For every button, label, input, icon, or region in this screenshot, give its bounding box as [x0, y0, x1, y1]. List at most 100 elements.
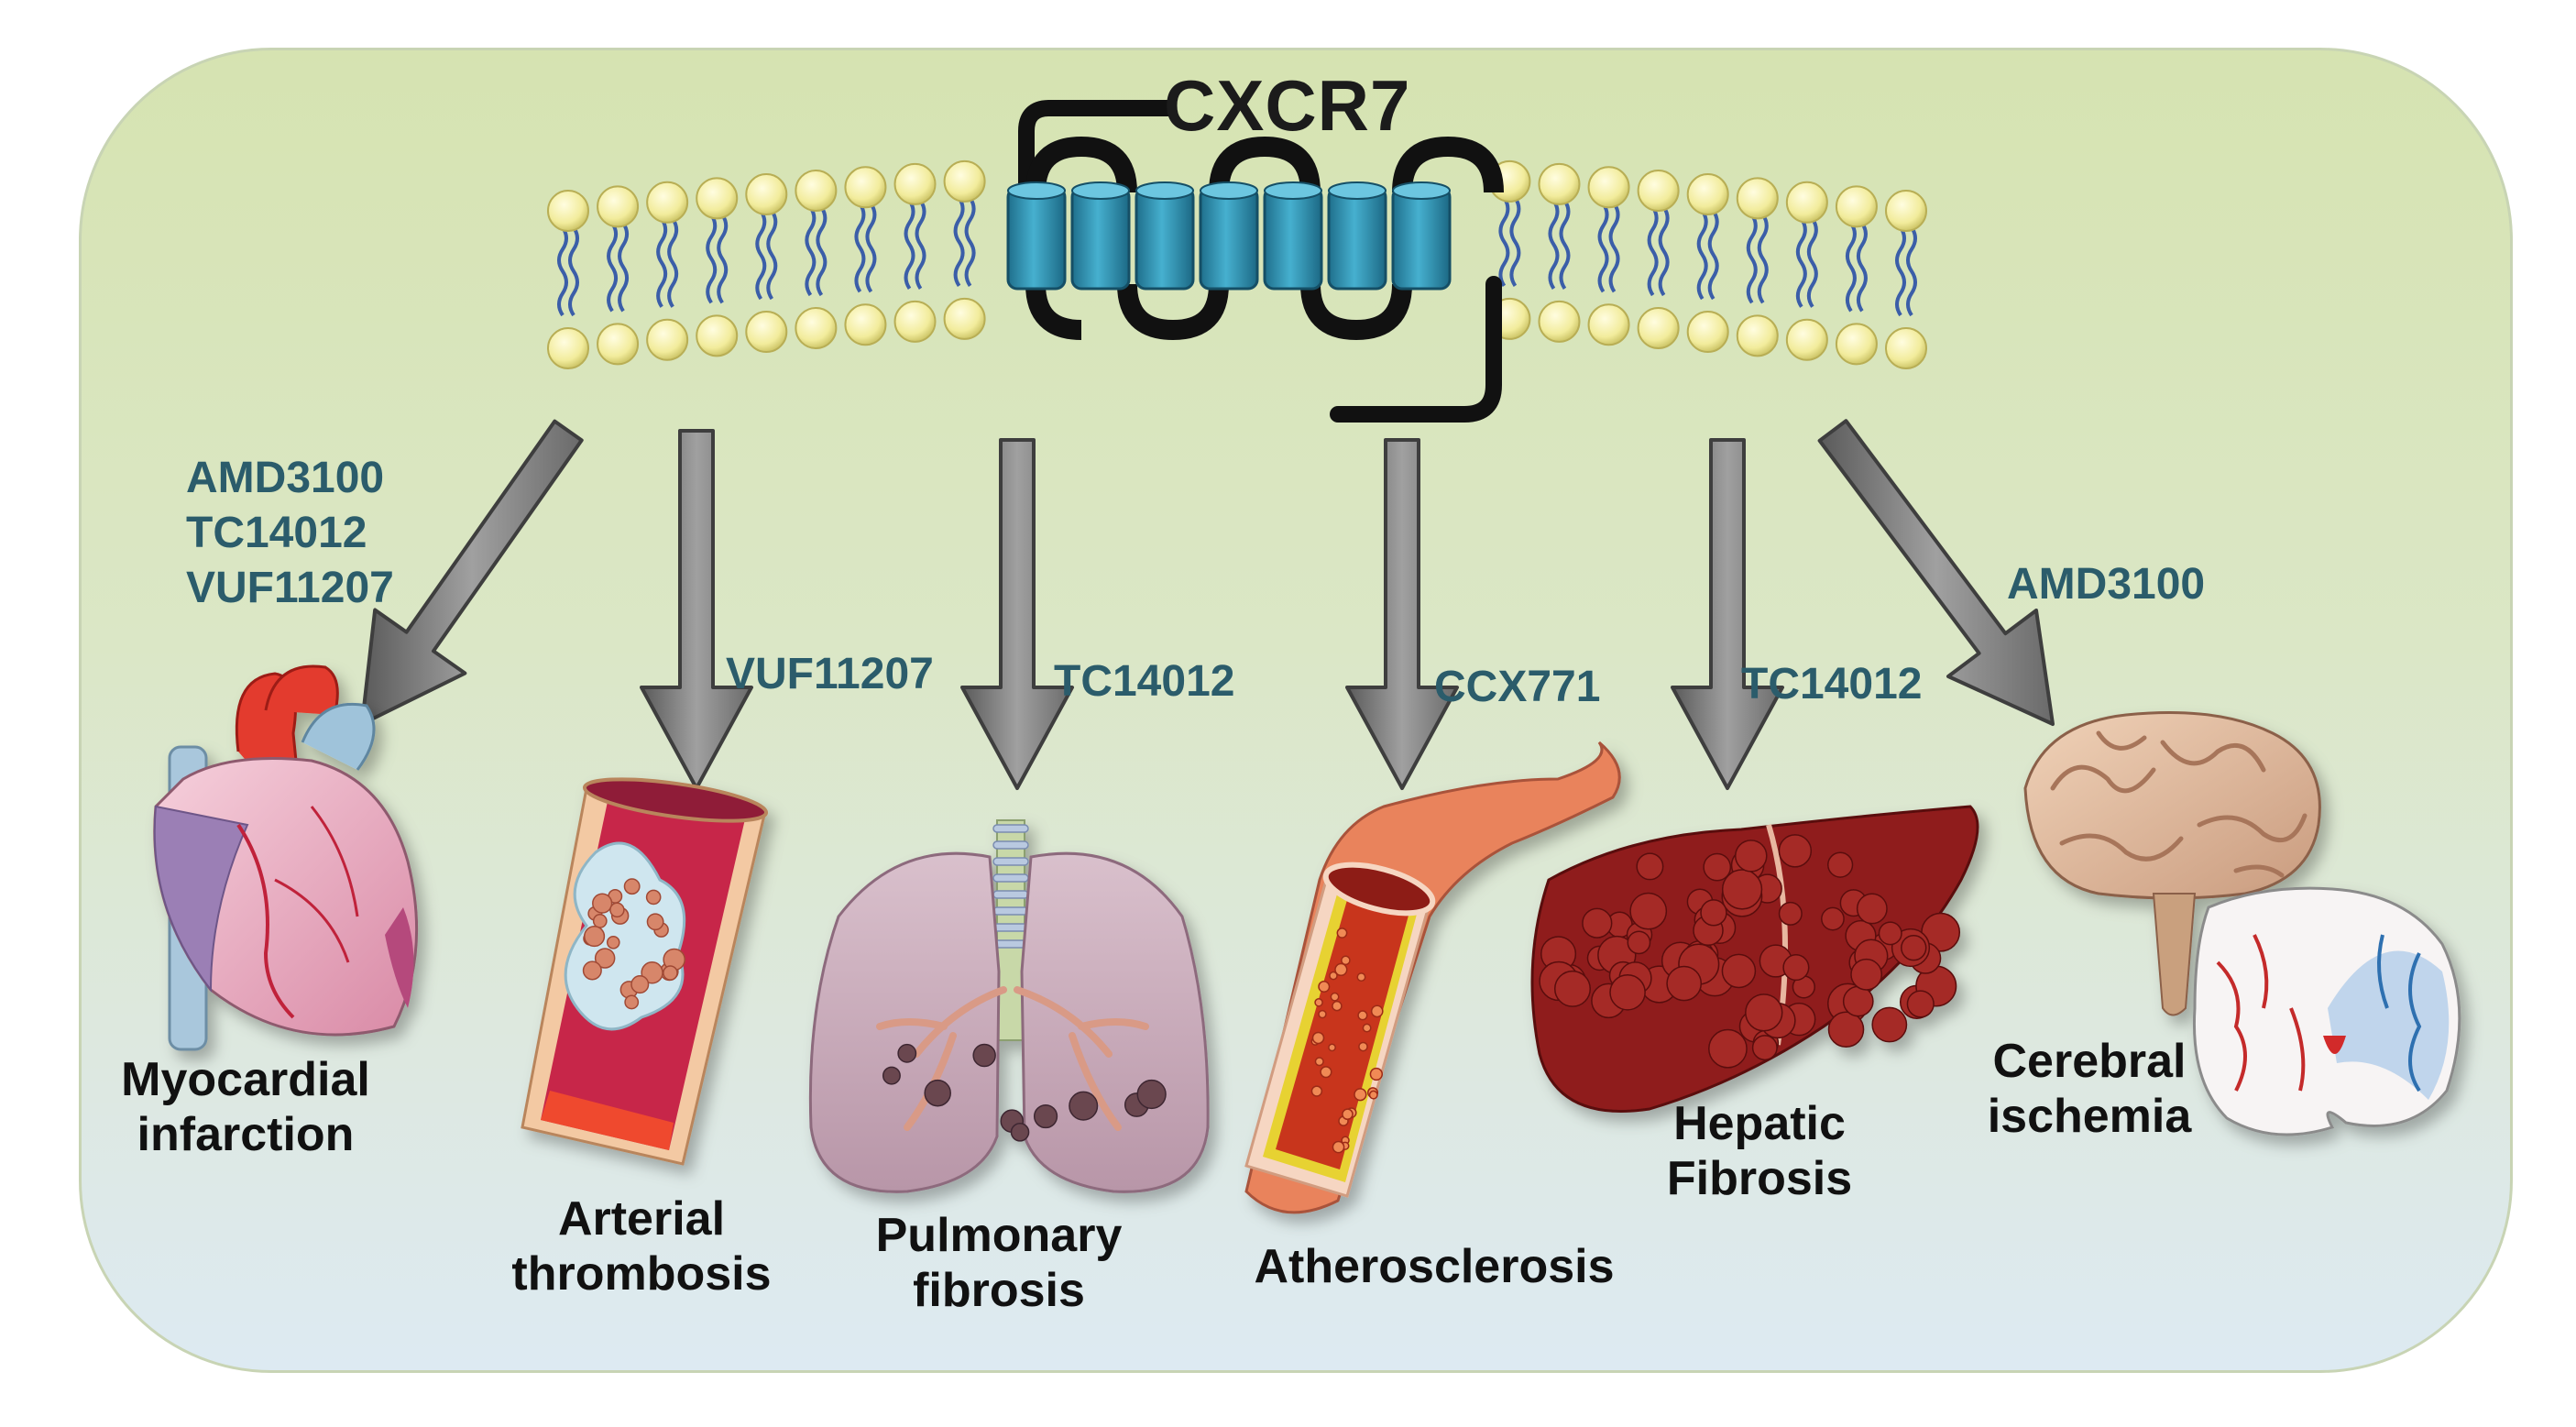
trachea-ring [992, 906, 1029, 916]
disease-line: Arterial [557, 1192, 726, 1246]
liver-nodule [1778, 901, 1803, 926]
liver-nodule [1906, 990, 1935, 1018]
lipid-head [597, 323, 640, 366]
plaque-cell [1368, 1090, 1378, 1100]
lipid-tail [964, 196, 976, 288]
drug-label: VUF11207 [186, 564, 394, 612]
disease-line: infarction [137, 1108, 355, 1161]
lipid-head [547, 327, 589, 369]
lipid-head [1686, 173, 1729, 216]
arrow-icon [640, 429, 753, 790]
plaque-cell [1318, 1009, 1327, 1019]
helix-top [1328, 181, 1387, 200]
clot-cell [584, 926, 606, 948]
clot-cell [606, 935, 620, 950]
lipid-head [1587, 166, 1630, 209]
lipid-head [1587, 303, 1630, 346]
lipid-tail [1647, 205, 1659, 297]
plaque-cell [1342, 1108, 1354, 1121]
plaque-cell [1318, 980, 1331, 993]
lipid-tail [1845, 222, 1857, 313]
lipid-tail [816, 205, 828, 297]
liver-nodule [1842, 985, 1874, 1017]
lipid-tail [1696, 209, 1708, 301]
lipid-head [1785, 318, 1828, 361]
plaque-cell [1341, 955, 1351, 966]
receptor-label: CXCR7 [1164, 65, 1411, 146]
lipid-tail [1707, 209, 1719, 301]
lipid-tail [1856, 222, 1868, 313]
lipid-head [646, 181, 689, 224]
clot-cell [582, 960, 602, 981]
transmembrane-helix [1199, 186, 1259, 291]
clot-cell [663, 965, 678, 981]
liver-nodule [1871, 1006, 1908, 1043]
heart-icon [153, 664, 419, 1051]
drug-label-pulmonary: TC14012 [1054, 657, 1235, 706]
lipid-tail [766, 209, 778, 301]
liver-nodule [1609, 973, 1646, 1011]
lung-lesion [897, 1043, 917, 1063]
lung-lesion [882, 1066, 901, 1085]
plaque-cell [1336, 928, 1348, 939]
disease-line: Pulmonary [875, 1209, 1123, 1262]
lipid-tail [854, 203, 866, 293]
plaque-cell [1362, 1023, 1372, 1033]
lipid-head [745, 311, 788, 354]
disease-line: Myocardial [121, 1053, 370, 1106]
transmembrane-helix [1135, 186, 1195, 291]
lungs-icon [808, 819, 1210, 1193]
artery-thrombus-icon [521, 777, 769, 1166]
lipid-head [893, 300, 937, 343]
helix-top [1264, 181, 1322, 200]
lipid-tail [1498, 196, 1510, 288]
transmembrane-helix [1006, 186, 1067, 291]
plaque-cell [1334, 962, 1348, 977]
arrow-group [360, 419, 2055, 790]
disease-line: Fibrosis [1666, 1152, 1853, 1205]
lipid-bilayer-icon [547, 159, 1927, 369]
lung-lesion [1033, 1103, 1058, 1129]
arrow-icon [960, 438, 1074, 790]
lipid-head [943, 297, 986, 340]
liver-nodule [1666, 965, 1703, 1002]
liver-nodule [1703, 852, 1732, 882]
disease-line: thrombosis [511, 1247, 772, 1301]
lipid-head [597, 185, 640, 228]
liver-nodule [1878, 921, 1902, 946]
plaque-cell [1314, 998, 1323, 1007]
lipid-tail [706, 214, 718, 304]
liver-nodule [1745, 993, 1783, 1032]
plaque-cell [1314, 1057, 1324, 1067]
liver-nodule [1827, 851, 1854, 878]
lipid-tail [557, 225, 568, 317]
lipid-head [943, 159, 986, 203]
clot-cell [609, 902, 625, 918]
lipid-head [795, 170, 838, 213]
lipid-head [795, 307, 838, 350]
lipid-tail [1509, 196, 1521, 288]
liver-nodule [1850, 958, 1883, 991]
clot-cell [646, 913, 664, 931]
plaque-cell [1310, 1085, 1323, 1097]
lipid-tail [607, 222, 619, 313]
trachea-ring [992, 824, 1029, 833]
liver-icon [1530, 805, 1979, 1113]
trachea-ring [992, 873, 1029, 883]
transmembrane-helix [1327, 186, 1387, 291]
brain-section-icon [2192, 886, 2461, 1136]
liver-nodule [1901, 934, 1927, 961]
drug-label: TC14012 [186, 509, 367, 557]
lipid-tail [618, 222, 630, 313]
lipid-head [547, 190, 589, 232]
lipid-tail [805, 205, 817, 297]
helix-top [1135, 181, 1194, 200]
lipid-tail [1559, 199, 1571, 291]
lipid-head [745, 173, 788, 216]
lipid-tail [865, 203, 877, 293]
receptor-icon [1006, 100, 1504, 423]
disease-line: ischemia [1987, 1090, 2192, 1143]
atherosclerotic-artery-icon [1244, 741, 1621, 1214]
disease-label-myocardial: Myocardial infarction [108, 1052, 383, 1162]
